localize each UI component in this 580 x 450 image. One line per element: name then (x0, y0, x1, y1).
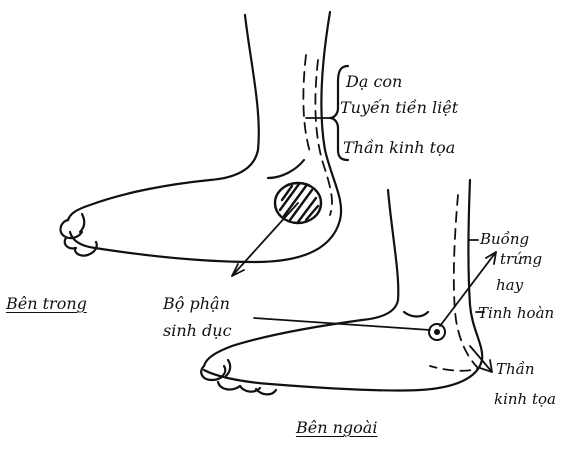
label-genitals-line2: sinh dục (163, 323, 232, 339)
label-sciatic-nerve-inner: Thần kinh tọa (343, 140, 455, 156)
label-sciatic-outer-line2: kinh tọa (494, 392, 556, 407)
outer-foot-zone-line (430, 195, 478, 371)
caption-outer-foot: Bên ngoài (296, 420, 377, 436)
label-testicle: Tinh hoàn (478, 306, 554, 321)
inner-foot-outline (61, 12, 342, 262)
label-ovary-line1: Buồng (480, 232, 529, 247)
label-ovary-line2: trứng (500, 252, 542, 267)
pointer-line-inner (232, 203, 298, 276)
label-uterus: Dạ con (346, 74, 402, 90)
caption-inner-foot: Bên trong (6, 296, 87, 312)
label-genitals-line1: Bộ phận (163, 296, 230, 312)
pointer-line-to-outer-spot (254, 318, 430, 330)
label-sciatic-outer-line1: Thần (496, 362, 535, 377)
label-or: hay (496, 278, 523, 293)
label-prostate: Tuyến tiền liệt (340, 100, 458, 116)
